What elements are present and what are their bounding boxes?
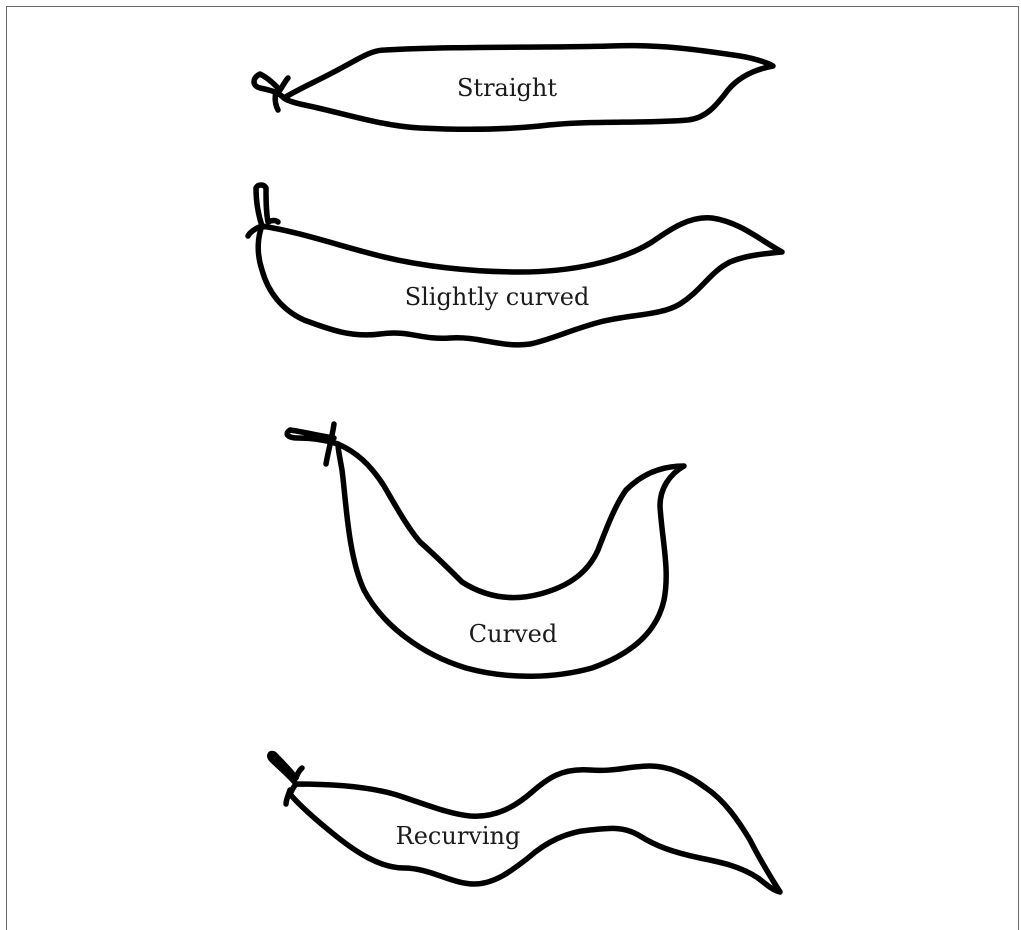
pod-recurving-outline [290,766,780,892]
label-straight: Straight [457,76,557,100]
label-curved: Curved [469,622,557,646]
pod-curved-stem [287,424,338,464]
pod-straight-stem [254,74,288,110]
pod-slightly-curved [248,185,782,345]
label-slightly-curved: Slightly curved [405,285,590,309]
label-recurving: Recurving [396,824,521,848]
pod-recurving-stem [270,753,302,804]
pod-recurving [270,753,780,892]
pod-slightly-curved-outline [258,218,782,345]
